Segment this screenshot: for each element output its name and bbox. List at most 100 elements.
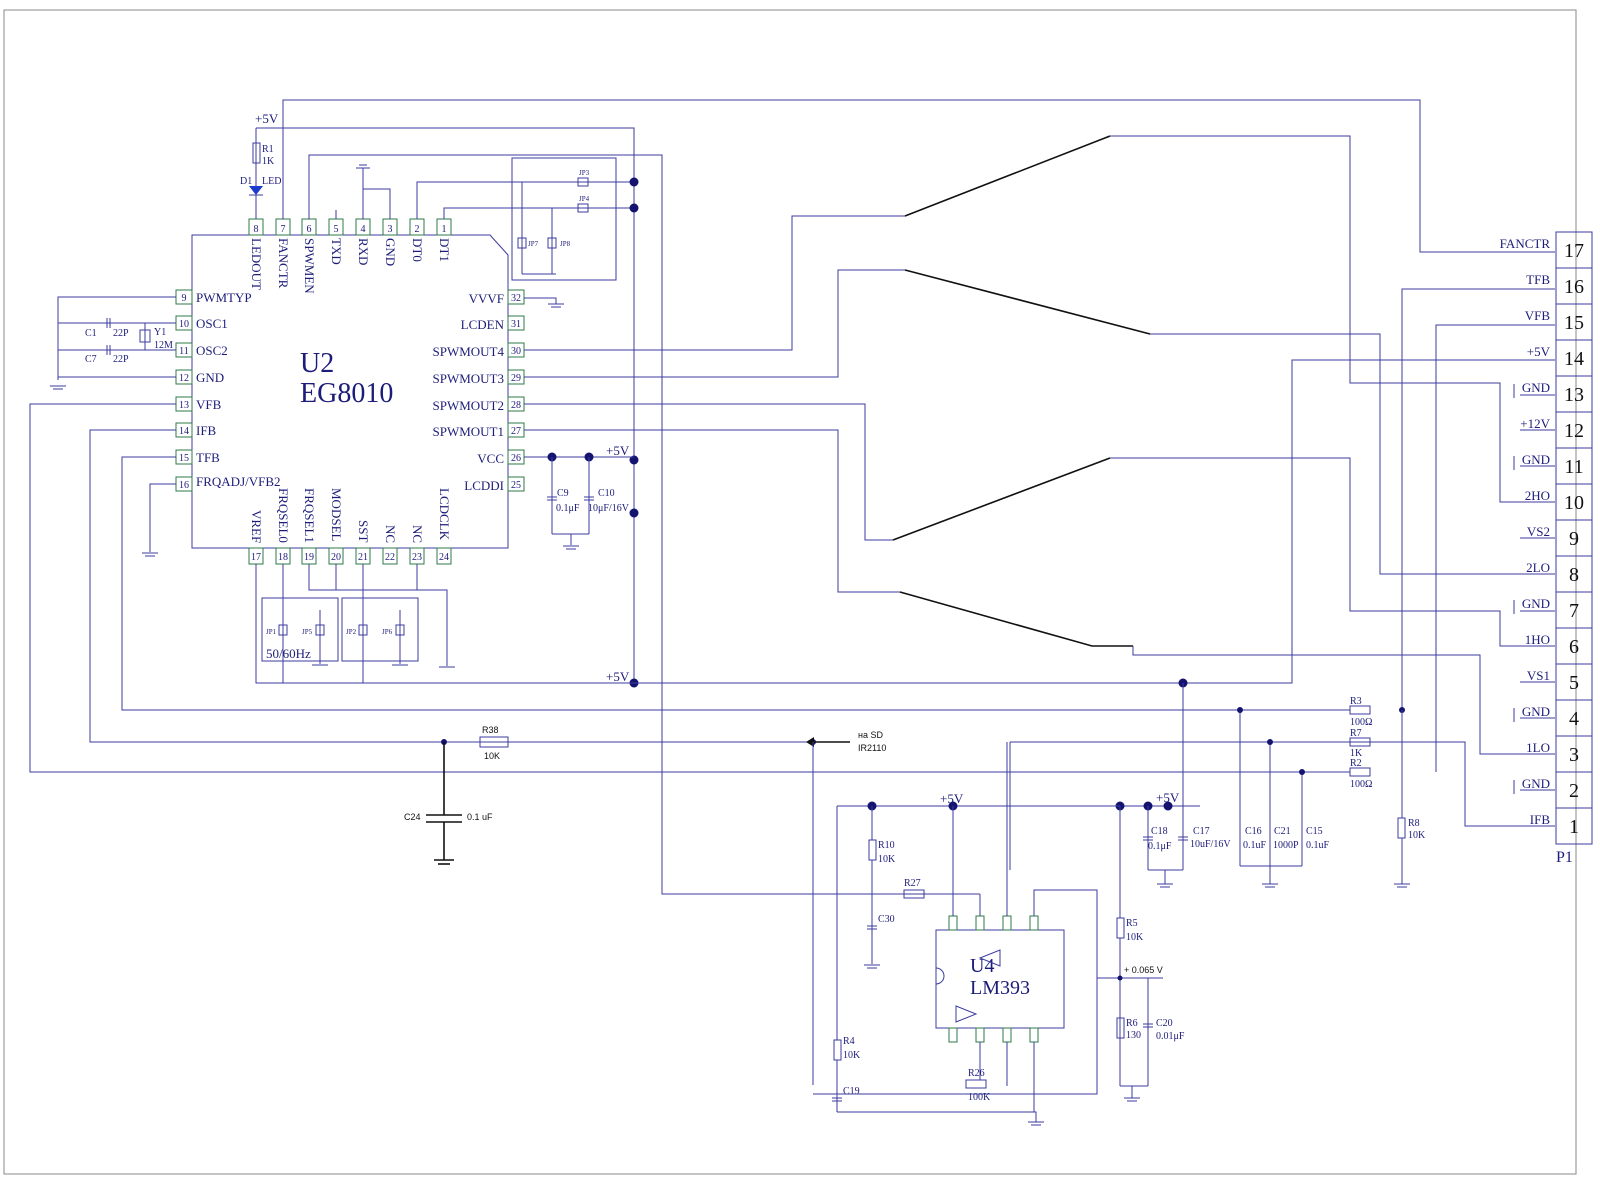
u2-pin-32-name: VVVF xyxy=(469,291,504,306)
wire-spwmout2-cross xyxy=(892,457,1111,541)
r1-ref: R1 xyxy=(262,144,274,155)
r26-ref: R26 xyxy=(968,1068,985,1079)
u2-pin-24-box xyxy=(436,547,452,565)
p1-pin-number: 1 xyxy=(1569,816,1579,838)
c9-ref: C9 xyxy=(557,488,569,499)
sd-arrow-icon xyxy=(806,737,814,747)
u4-body xyxy=(935,929,1065,1029)
p1-pin-label: VS2 xyxy=(1527,524,1550,539)
r10-val: 10K xyxy=(878,854,896,865)
u2-pin-30-name: SPWMOUT4 xyxy=(432,344,504,359)
y1-ref: Y1 xyxy=(154,327,166,338)
junction-c15 xyxy=(1299,769,1305,775)
r7-ref: R7 xyxy=(1350,728,1362,739)
wire-tfb xyxy=(121,456,1350,711)
r3-symbol xyxy=(1349,705,1371,715)
wire-fanctr xyxy=(282,99,1555,253)
vref-note: + 0.065 V xyxy=(1124,965,1163,975)
jp5-label: JP5 xyxy=(302,628,313,636)
c15-ref: C15 xyxy=(1306,826,1323,837)
wire-ifb-p1 xyxy=(1010,741,1555,827)
u2-pin-12-num: 12 xyxy=(179,373,189,384)
junction-c16 xyxy=(1237,707,1243,713)
c21-val: 1000P xyxy=(1273,840,1299,851)
p1-pin-number: 16 xyxy=(1564,276,1584,298)
p1-body xyxy=(1555,231,1593,845)
d1-ref: D1 xyxy=(240,176,252,187)
u2-pin-29-name: SPWMOUT3 xyxy=(432,371,504,386)
r5-symbol xyxy=(1116,917,1125,939)
u2-bottom-pins: 17 VREF 18 FRQSEL0 19 FRQSEL1 20 MODSEL … xyxy=(248,488,452,565)
u4-pin-6 xyxy=(1002,915,1012,931)
p1-pin-label: 2LO xyxy=(1526,560,1550,575)
p1-pin-label: IFB xyxy=(1530,812,1551,827)
r27-ref: R27 xyxy=(904,878,921,889)
u2-pin-24-name: LCDCLK xyxy=(437,488,452,541)
c19-ref: C19 xyxy=(843,1086,860,1097)
u2-pin-14-num: 14 xyxy=(179,426,189,437)
freq-select-label: 50/60Hz xyxy=(266,646,311,661)
r8-val: 10K xyxy=(1408,830,1426,841)
r38-ref: R38 xyxy=(482,725,499,735)
u2-pin-3-num: 3 xyxy=(388,224,393,235)
wire-spwmout3-cross xyxy=(904,269,1151,335)
junction-dt1 xyxy=(629,203,639,213)
u2-pin-11-name: OSC2 xyxy=(196,343,228,358)
u4-part: LM393 xyxy=(970,977,1030,999)
u4-opamp-a xyxy=(978,949,1001,967)
wire-to-2lo xyxy=(1150,333,1555,575)
wire-spwmout1 xyxy=(524,429,900,593)
dt-jumper-group xyxy=(511,157,617,281)
freq-jumper-box-b xyxy=(341,597,419,662)
d1-symbol xyxy=(249,186,263,195)
u2-pin-22-name: NC xyxy=(383,525,398,543)
c18-val: 0.1μF xyxy=(1148,841,1172,852)
r1-symbol xyxy=(252,142,261,164)
r26-symbol xyxy=(965,1079,987,1089)
jp7-symbol xyxy=(517,237,527,249)
u2-pin-4-name: RXD xyxy=(356,238,371,265)
u2-pin-21-num: 21 xyxy=(358,552,368,563)
p1-pin-label: 1LO xyxy=(1526,740,1550,755)
u2-pin-19-num: 19 xyxy=(304,552,314,563)
u4-opamp-b xyxy=(955,1005,978,1023)
u2-pin-11-num: 11 xyxy=(179,346,189,357)
u2-pin-18-name: FRQSEL0 xyxy=(276,488,291,543)
wire-frqadj xyxy=(149,483,176,552)
p1-pin-number: 9 xyxy=(1569,528,1579,550)
u2-pin-17-num: 17 xyxy=(251,552,261,563)
wire-spwmout2 xyxy=(524,403,893,541)
jp3-label: JP3 xyxy=(579,169,590,177)
spwm-routing xyxy=(524,135,1555,870)
u2-pin-31-num: 31 xyxy=(511,319,521,330)
u2-right-pins: 32 VVVF 31 LCDEN 30 SPWMOUT4 29 SPWMOUT3… xyxy=(432,289,525,493)
u2-pin-24-num: 24 xyxy=(439,552,449,563)
wire-pwmtyp xyxy=(57,296,176,380)
p1-pin-number: 14 xyxy=(1564,348,1584,370)
y1-val: 12M xyxy=(154,340,173,351)
wire-5v-rail-top xyxy=(256,127,635,683)
p1-pin-label: +12V xyxy=(1520,416,1550,431)
r2-ref: R2 xyxy=(1350,758,1362,769)
junction-rail xyxy=(629,508,639,518)
u2-pin-10-name: OSC1 xyxy=(196,316,228,331)
u2-pin-16-name: FRQADJ/VFB2 xyxy=(196,474,281,489)
p1-pin-label: GND xyxy=(1522,380,1550,395)
junction-vcc xyxy=(629,455,639,465)
u2-pin-23-num: 23 xyxy=(412,552,422,563)
u4-pin-4 xyxy=(1029,1027,1039,1043)
p1-pin-label: 1HO xyxy=(1525,632,1550,647)
net-5v-u4: +5V xyxy=(940,791,964,806)
wire-vvvf xyxy=(524,297,557,304)
c20-ref: C20 xyxy=(1156,1018,1173,1029)
u2-pin-32-num: 32 xyxy=(511,293,521,304)
u2-pin-13-name: VFB xyxy=(196,397,222,412)
u2-pin-25-num: 25 xyxy=(511,480,521,491)
u2-pin-7-num: 7 xyxy=(281,224,286,235)
jp1-label: JP1 xyxy=(266,628,277,636)
p1-pin-label: VFB xyxy=(1525,308,1551,323)
r4-val: 10K xyxy=(843,1050,861,1061)
r5-val: 10K xyxy=(1126,932,1144,943)
u2-pin-20-num: 20 xyxy=(331,552,341,563)
